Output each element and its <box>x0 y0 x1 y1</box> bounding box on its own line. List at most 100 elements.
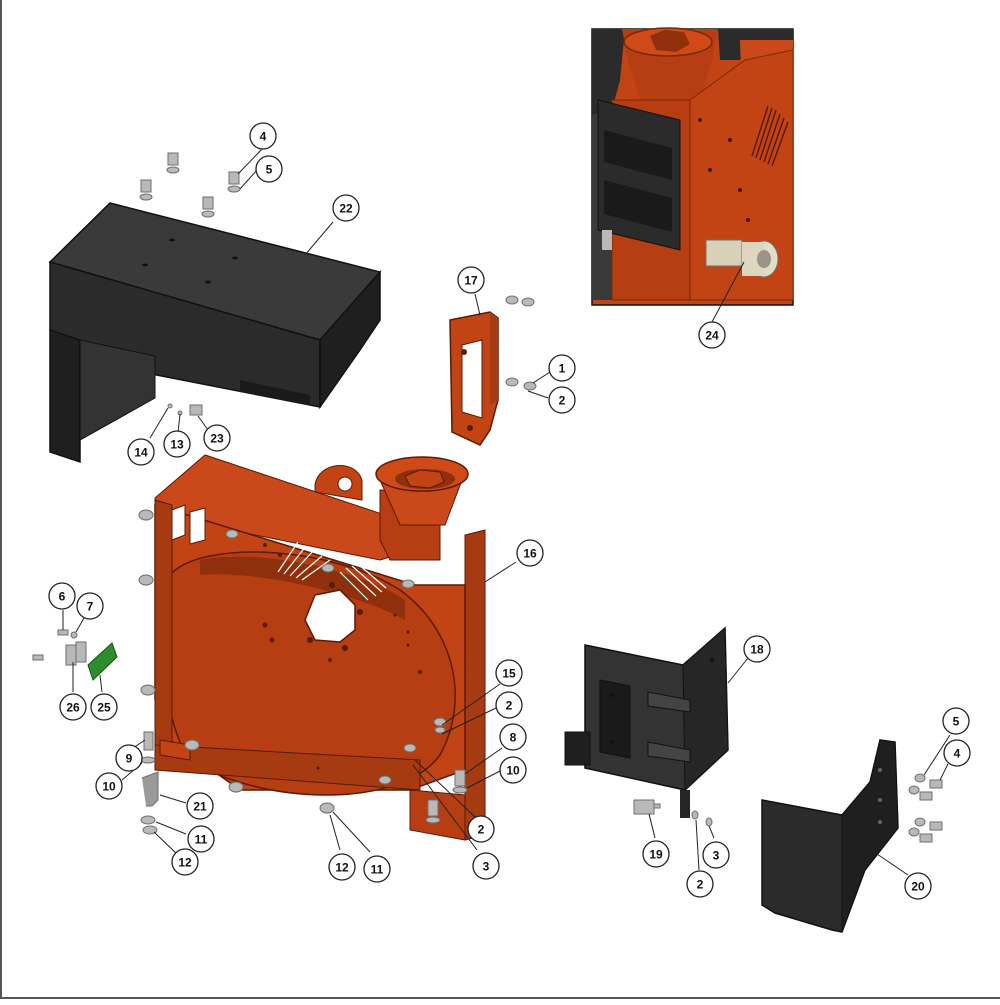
leader-lines <box>62 147 951 876</box>
callout-label: 9 <box>126 752 133 766</box>
callout-c22: 22 <box>332 194 360 222</box>
callout-c5b: 5 <box>942 707 970 735</box>
callout-circle <box>187 825 215 853</box>
callout-circle <box>495 659 523 687</box>
callout-circle <box>127 438 155 466</box>
callout-label: 5 <box>953 715 960 729</box>
callout-c2d: 2 <box>686 870 714 898</box>
callout-label: 12 <box>178 856 192 870</box>
part-22-cover <box>48 202 382 464</box>
callout-c17: 17 <box>457 266 485 294</box>
callout-label: 16 <box>523 547 537 561</box>
callout-circle <box>516 539 544 567</box>
callout-circle <box>115 744 143 772</box>
callout-c7: 7 <box>76 592 104 620</box>
callout-c20: 20 <box>904 872 932 900</box>
callout-c11a: 11 <box>187 825 215 853</box>
callout-c10b: 10 <box>95 772 123 800</box>
callout-circle <box>942 707 970 735</box>
callout-label: 4 <box>260 130 267 144</box>
callout-circle <box>59 693 87 721</box>
callout-c2a: 2 <box>548 386 576 414</box>
part-17-bracket <box>449 311 499 446</box>
callout-circle <box>698 321 726 349</box>
callout-c12b: 12 <box>328 853 356 881</box>
callout-label: 25 <box>97 701 111 715</box>
callout-label: 18 <box>750 643 764 657</box>
callout-circle <box>495 691 523 719</box>
callout-circle <box>467 815 495 843</box>
callout-c24: 24 <box>698 321 726 349</box>
callout-c25: 25 <box>90 693 118 721</box>
callout-circle <box>90 693 118 721</box>
callout-circle <box>943 739 971 767</box>
callout-circle <box>457 266 485 294</box>
callout-circle <box>904 872 932 900</box>
callout-label: 26 <box>66 701 80 715</box>
callout-label: 11 <box>195 833 208 847</box>
callout-c14: 14 <box>127 438 155 466</box>
callout-label: 2 <box>559 394 566 408</box>
callout-c23: 23 <box>203 424 231 452</box>
callout-label: 15 <box>502 667 516 681</box>
callout-circle <box>363 855 391 883</box>
callout-label: 21 <box>193 800 207 814</box>
callout-c18: 18 <box>743 635 771 663</box>
callout-c3b: 3 <box>702 841 730 869</box>
callout-circle <box>702 841 730 869</box>
callout-label: 22 <box>339 202 353 216</box>
hardware-fasteners <box>32 152 943 843</box>
callout-circle <box>163 430 191 458</box>
callout-circle <box>328 853 356 881</box>
callout-label: 14 <box>134 446 148 460</box>
callout-label: 3 <box>483 860 490 874</box>
callout-label: 24 <box>705 329 719 343</box>
callout-label: 5 <box>266 163 273 177</box>
callout-label: 7 <box>87 600 94 614</box>
callout-circle <box>472 852 500 880</box>
callout-label: 12 <box>335 861 349 875</box>
callout-circle <box>686 870 714 898</box>
callout-circle <box>548 386 576 414</box>
callout-circle <box>642 840 670 868</box>
callout-circle <box>95 772 123 800</box>
callout-c10a: 10 <box>499 756 527 784</box>
callout-c26: 26 <box>59 693 87 721</box>
part-16-housing <box>138 454 486 841</box>
callout-circle <box>171 848 199 876</box>
callout-label: 13 <box>170 438 184 452</box>
callout-circle <box>249 122 277 150</box>
callout-c19: 19 <box>642 840 670 868</box>
inset-detail-view <box>591 27 794 306</box>
callout-c21: 21 <box>186 792 214 820</box>
callout-label: 4 <box>954 747 961 761</box>
callout-label: 2 <box>506 699 513 713</box>
callout-c12a: 12 <box>171 848 199 876</box>
callout-label: 10 <box>102 780 116 794</box>
callout-c11b: 11 <box>363 855 391 883</box>
callout-label: 6 <box>59 590 66 604</box>
callout-circle <box>255 155 283 183</box>
callout-circle <box>548 354 576 382</box>
callout-c15: 15 <box>495 659 523 687</box>
callout-label: 20 <box>911 880 925 894</box>
callout-c4a: 4 <box>249 122 277 150</box>
callout-c8: 8 <box>499 723 527 751</box>
callout-label: 1 <box>559 362 566 376</box>
callout-c1: 1 <box>548 354 576 382</box>
callout-label: 17 <box>464 274 478 288</box>
part-25-plate <box>87 642 118 681</box>
callout-label: 8 <box>510 731 517 745</box>
callout-circle <box>499 756 527 784</box>
callout-label: 3 <box>713 849 720 863</box>
callout-circle <box>186 792 214 820</box>
callout-c2b: 2 <box>495 691 523 719</box>
callout-circle <box>332 194 360 222</box>
callout-c6: 6 <box>48 582 76 610</box>
callout-label: 2 <box>478 823 485 837</box>
callout-label: 2 <box>697 878 704 892</box>
callout-circle <box>203 424 231 452</box>
